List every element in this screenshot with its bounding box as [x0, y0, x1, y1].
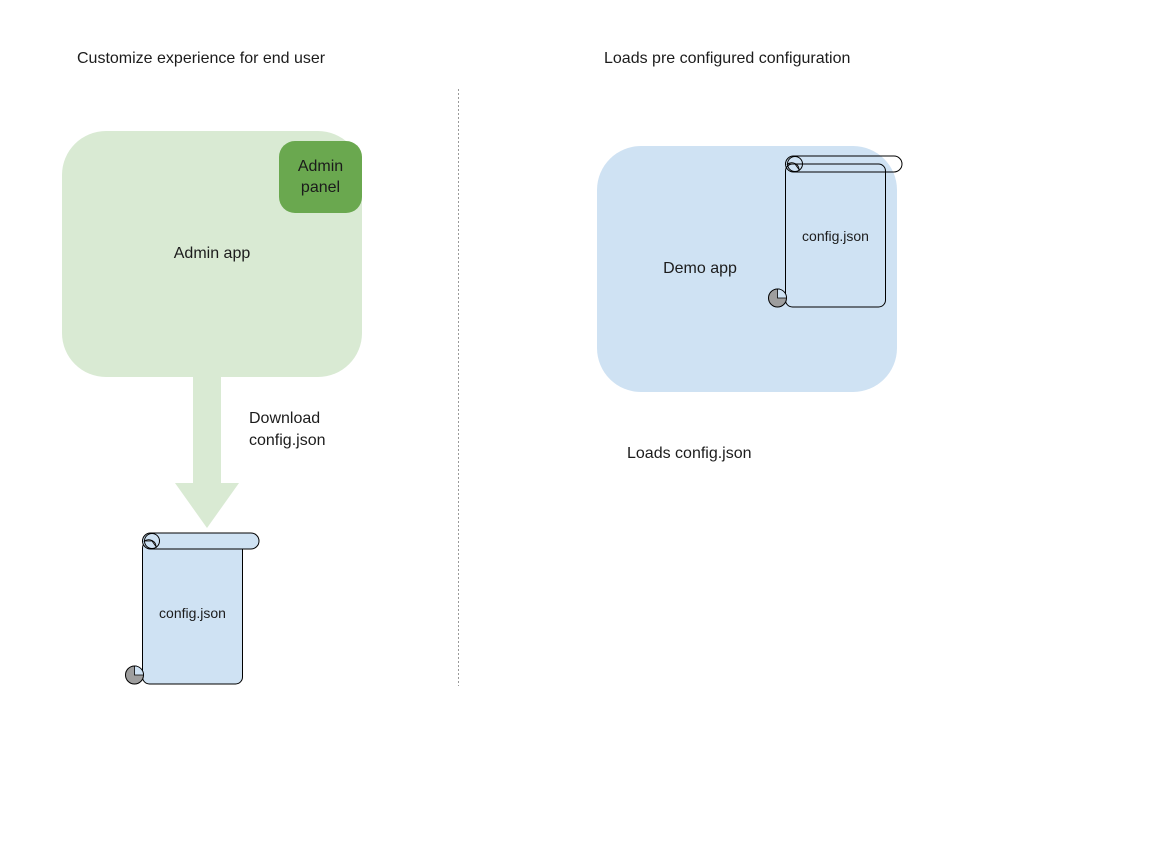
config-file-left-label: config.json [159, 605, 226, 621]
config-file-left: config.json [125, 529, 260, 687]
admin-app-label: Admin app [173, 245, 251, 262]
left-section-title: Customize experience for end user [77, 50, 326, 67]
right-section-title: Loads pre configured configuration [604, 50, 851, 67]
scroll-top-bar [785, 155, 903, 173]
loads-config-caption: Loads config.json [627, 445, 752, 462]
scroll-body [785, 163, 886, 308]
scroll-bottom-roll-notch [134, 665, 144, 676]
config-file-right-label: config.json [802, 228, 869, 244]
scroll-top-spiral-shade [143, 539, 157, 549]
section-divider [458, 89, 459, 686]
scroll-top-spiral-shade [786, 162, 800, 172]
scroll-top-bar [142, 532, 260, 550]
scroll-bottom-roll-notch [777, 288, 787, 299]
download-arrow-icon [175, 377, 239, 528]
download-caption: Download config.json [249, 410, 326, 449]
scroll-icon [125, 532, 260, 685]
admin-panel-label: Admin panel [297, 158, 344, 196]
download-arrow-shape [175, 377, 239, 528]
config-file-right: config.json [768, 152, 903, 310]
admin-panel-box: Admin panel [279, 141, 362, 213]
scroll-icon [768, 155, 903, 308]
demo-app-label: Demo app [663, 260, 737, 277]
demo-app-box [597, 146, 897, 392]
